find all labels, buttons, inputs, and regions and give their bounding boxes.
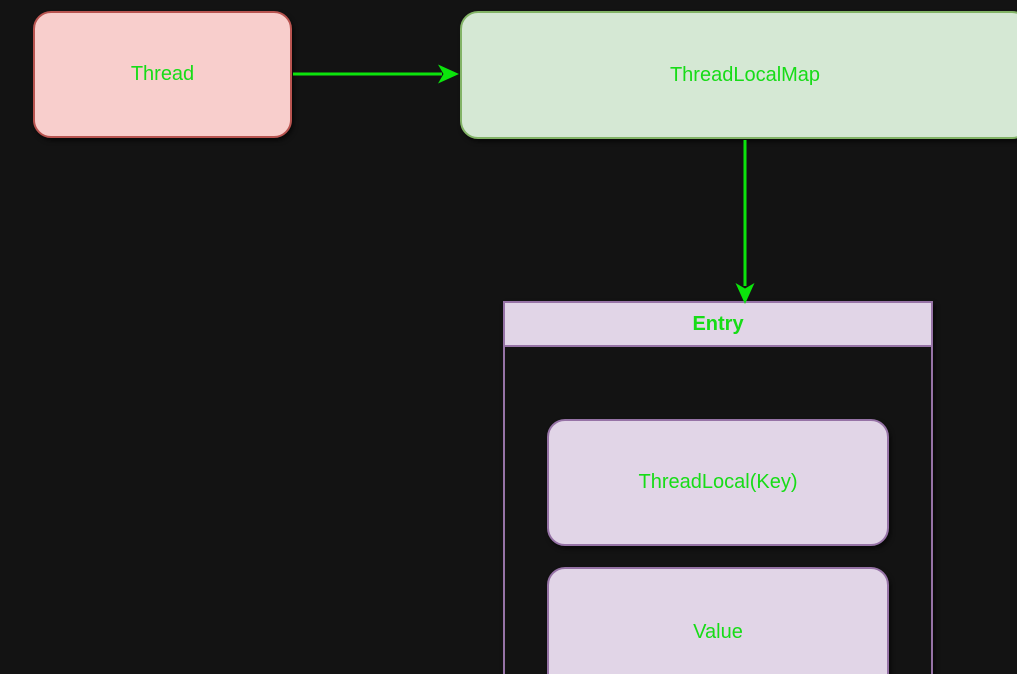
entry-header-label: Entry <box>692 312 744 335</box>
node-value[interactable]: Value <box>547 567 889 674</box>
node-threadlocalmap-label: ThreadLocalMap <box>669 63 821 86</box>
node-threadlocalmap[interactable]: ThreadLocalMap <box>460 11 1017 139</box>
node-thread-label: Thread <box>130 63 195 85</box>
edge-thread-to-threadlocalmap[interactable] <box>293 64 459 84</box>
entry-header: Entry <box>505 303 931 347</box>
node-thread[interactable]: Thread <box>33 11 292 138</box>
node-threadlocal-key-label: ThreadLocal(Key) <box>638 471 798 493</box>
arrowhead-right-icon <box>438 64 459 84</box>
node-entry-container[interactable]: Entry ThreadLocal(Key) Value <box>503 301 933 674</box>
node-threadlocal-key[interactable]: ThreadLocal(Key) <box>547 419 889 546</box>
edge-threadlocalmap-to-entry[interactable] <box>735 140 755 304</box>
node-value-label: Value <box>693 620 743 643</box>
